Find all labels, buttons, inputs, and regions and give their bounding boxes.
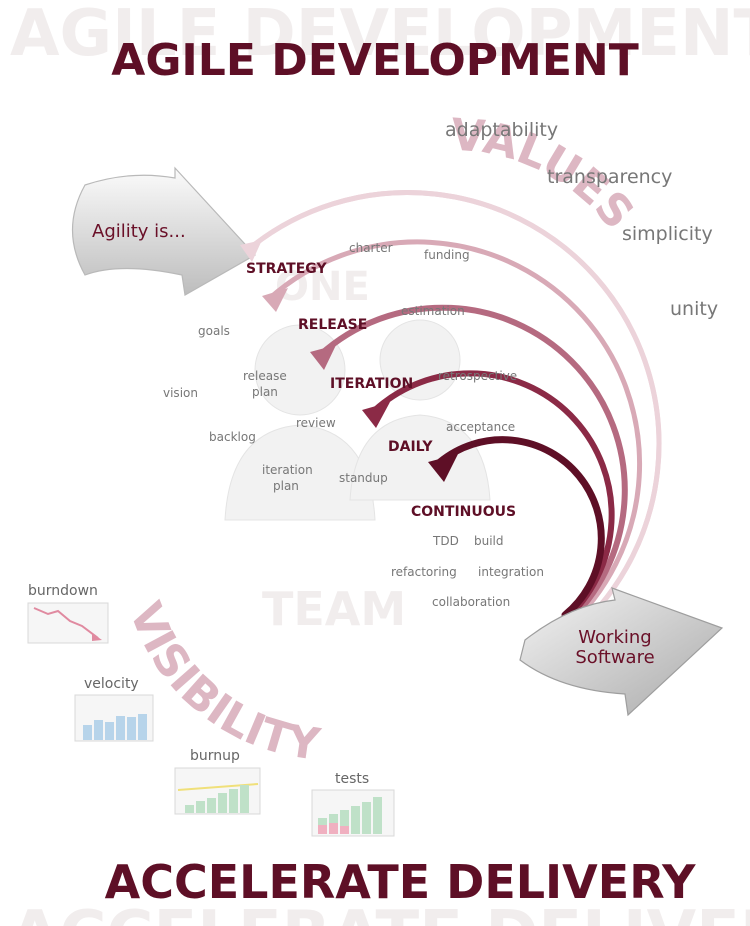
metric-burnup-label: burnup [190, 748, 240, 764]
agility-arrow [71, 166, 256, 296]
ghost-title-top: AGILE DEVELOPMENT [10, 0, 750, 71]
page-title: AGILE DEVELOPMENT [111, 35, 638, 86]
value-transparency: transparency [547, 166, 672, 188]
metric-velocity-label: velocity [84, 676, 139, 692]
value-simplicity: simplicity [622, 223, 713, 245]
practice-vision: vision [163, 386, 198, 400]
burndown-chart-icon [27, 602, 109, 644]
practice-standup: standup [339, 471, 388, 485]
value-unity: unity [670, 298, 718, 320]
level-strategy: STRATEGY [246, 261, 327, 277]
practice-charter: charter [349, 241, 393, 255]
practice-estimation: estimation [401, 304, 465, 318]
metric-burndown-label: burndown [28, 583, 98, 599]
ring-daily [372, 370, 615, 623]
practice-funding: funding [424, 248, 470, 262]
ghost-one: ONE [275, 264, 370, 310]
practice-tdd: TDD [432, 534, 459, 548]
velocity-chart-icon [74, 694, 154, 742]
practice-review: review [296, 416, 336, 430]
spiral-rings [247, 190, 662, 643]
page-subtitle: ACCELERATE DELIVERY [105, 855, 697, 909]
agility-label: Agility is... [92, 221, 186, 242]
ring-release [267, 239, 643, 633]
output-label-line1: Working [578, 627, 651, 648]
level-continuous: CONTINUOUS [411, 504, 516, 520]
level-iteration: ITERATION [330, 376, 413, 392]
metric-tests-label: tests [335, 771, 369, 787]
ring-continuous [436, 436, 605, 619]
working-software-arrow [519, 587, 724, 717]
value-adaptability: adaptability [445, 119, 558, 141]
level-release: RELEASE [298, 317, 367, 333]
burnup-chart-icon [174, 767, 261, 815]
practice-iteration-plan-1: iteration [262, 463, 313, 477]
team-silhouette [224, 319, 491, 521]
practice-integration: integration [478, 565, 544, 579]
practice-refactoring: refactoring [391, 565, 457, 579]
practice-build: build [474, 534, 504, 548]
practice-iteration-plan-2: plan [273, 479, 299, 493]
output-label-line2: Software [575, 647, 654, 668]
practice-goals: goals [198, 324, 230, 338]
ghost-team: TEAM [262, 582, 406, 636]
practice-acceptance: acceptance [446, 420, 515, 434]
practice-release-plan-2: plan [252, 385, 278, 399]
practice-backlog: backlog [209, 430, 256, 444]
practice-retrospective: retrospective [438, 369, 517, 383]
level-daily: DAILY [388, 439, 433, 455]
practice-collaboration: collaboration [432, 595, 510, 609]
ghost-subtitle-bottom: ACCELERATE DELIVERY [10, 898, 750, 926]
tests-chart-icon [311, 789, 395, 837]
ring-iteration [317, 304, 628, 628]
practice-release-plan-1: release [243, 369, 287, 383]
